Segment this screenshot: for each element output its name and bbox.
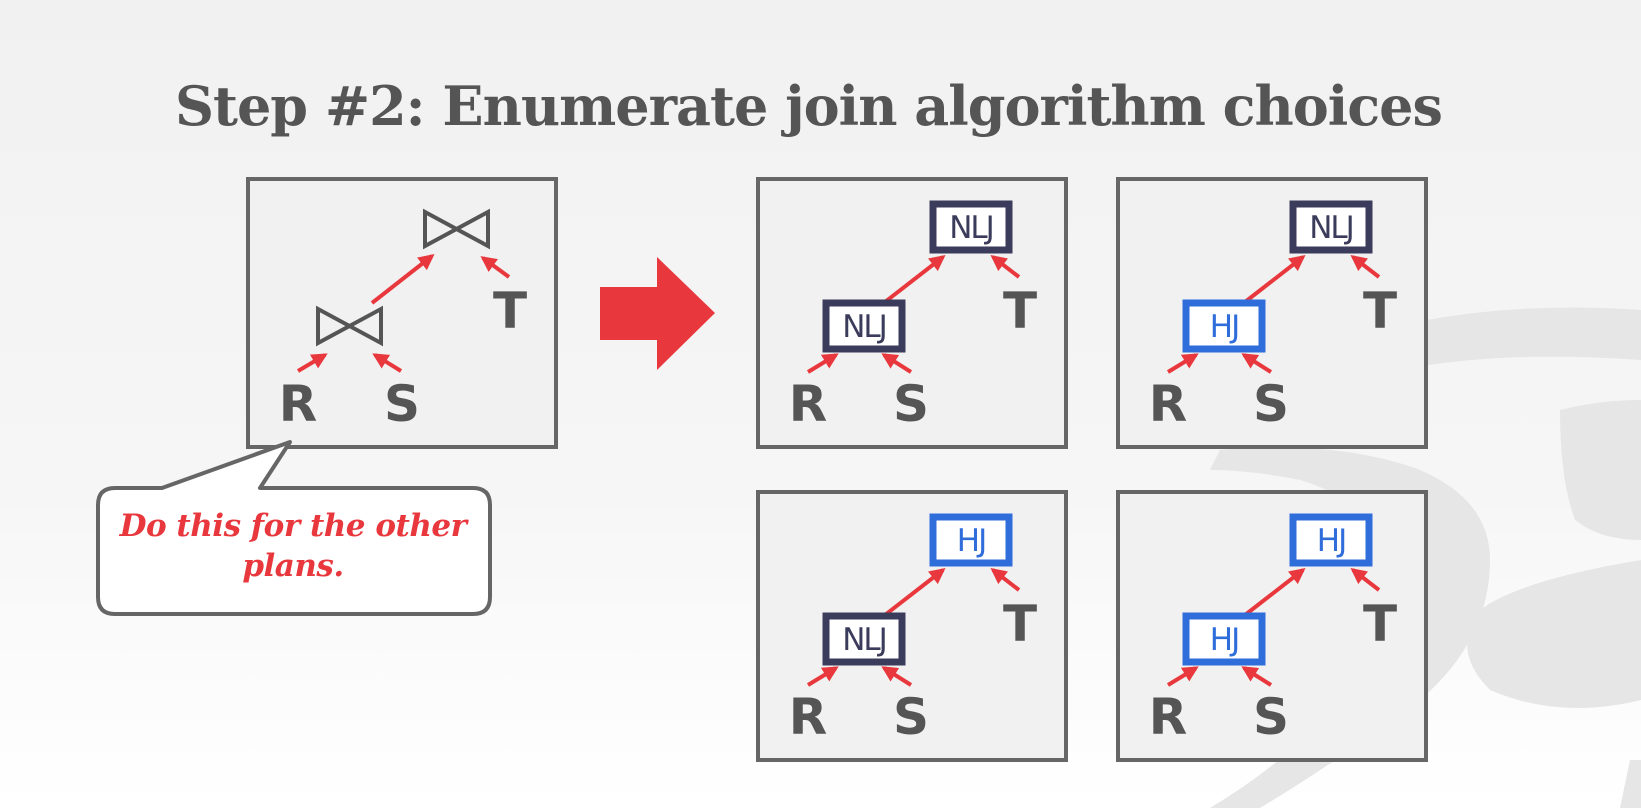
upper-join-box-label: HJ: [957, 523, 985, 559]
transform-arrow-icon: [600, 257, 715, 370]
lower-join-box: NLJ: [822, 299, 906, 353]
lower-join-box: HJ: [1182, 299, 1266, 353]
upper-join-box-label: HJ: [1317, 523, 1345, 559]
callout-text: Do this for the other plans.: [119, 508, 467, 584]
source-plan-panel: R S T: [246, 177, 558, 449]
edge-lower-to-upper: [883, 255, 946, 304]
edge-t-to-upper: [1350, 568, 1381, 592]
edge-r-to-lower: [806, 353, 839, 374]
leaf-s: S: [1253, 688, 1289, 746]
leaf-s: S: [1253, 375, 1289, 433]
plan-panel-3: HJ NLJ R S T: [756, 490, 1068, 762]
edge-t-to-upper: [1350, 255, 1381, 279]
lower-join-box-label: HJ: [1210, 309, 1238, 345]
upper-join-box-label: NLJ: [949, 210, 993, 246]
plan-panel-1: NLJ NLJ R S T: [756, 177, 1068, 449]
edge-t-to-upper: [480, 256, 511, 279]
lower-join-box-label: HJ: [1210, 622, 1238, 658]
leaf-s: S: [384, 375, 420, 433]
leaf-r: R: [279, 375, 318, 433]
upper-join-box-label: NLJ: [1309, 210, 1353, 246]
edge-s-to-lower: [372, 353, 403, 373]
upper-join-box: NLJ: [929, 200, 1013, 254]
leaf-r: R: [1149, 688, 1188, 746]
edge-s-to-lower: [1241, 353, 1273, 374]
leaf-t: T: [1363, 595, 1397, 653]
edge-lower-to-upper: [1243, 568, 1306, 617]
plan-panel-2: NLJ HJ R S T: [1116, 177, 1428, 449]
edge-lower-to-upper: [370, 254, 435, 305]
leaf-r: R: [789, 375, 828, 433]
edge-t-to-upper: [990, 568, 1021, 592]
leaf-t: T: [493, 282, 527, 340]
upper-join-box: NLJ: [1289, 200, 1373, 254]
edge-s-to-lower: [1241, 666, 1273, 687]
edge-r-to-lower: [806, 666, 839, 687]
leaf-t: T: [1003, 282, 1037, 340]
edge-s-to-lower: [881, 353, 913, 374]
leaf-s: S: [893, 688, 929, 746]
edge-s-to-lower: [881, 666, 913, 687]
lower-join-box: HJ: [1182, 612, 1266, 666]
slide-title: Step #2: Enumerate join algorithm choice…: [175, 74, 1443, 138]
leaf-t: T: [1363, 282, 1397, 340]
edge-lower-to-upper: [1243, 255, 1306, 304]
callout-bubble: [96, 440, 492, 616]
leaf-r: R: [1149, 375, 1188, 433]
lower-join-box: NLJ: [822, 612, 906, 666]
edge-r-to-lower: [296, 353, 328, 373]
upper-join-icon: [423, 208, 490, 250]
edge-r-to-lower: [1166, 666, 1199, 687]
edge-r-to-lower: [1166, 353, 1199, 374]
upper-join-box: HJ: [929, 513, 1013, 567]
leaf-t: T: [1003, 595, 1037, 653]
edge-t-to-upper: [990, 255, 1021, 279]
lower-join-box-label: NLJ: [842, 622, 886, 658]
lower-join-icon: [316, 305, 383, 347]
lower-join-box-label: NLJ: [842, 309, 886, 345]
upper-join-box: HJ: [1289, 513, 1373, 567]
leaf-r: R: [789, 688, 828, 746]
edge-lower-to-upper: [883, 568, 946, 617]
plan-panel-4: HJ HJ R S T: [1116, 490, 1428, 762]
leaf-s: S: [893, 375, 929, 433]
